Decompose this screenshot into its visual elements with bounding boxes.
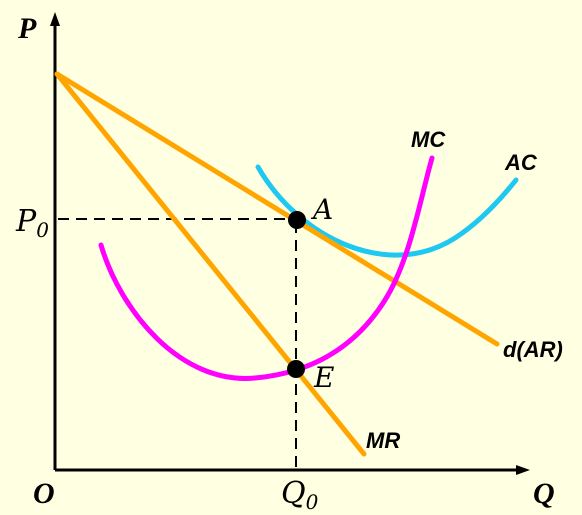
quantity-label: Q0 xyxy=(281,476,319,514)
x-axis-arrow xyxy=(516,465,530,475)
mc-label: MC xyxy=(411,127,446,152)
point-e-dot xyxy=(287,360,305,378)
y-axis-label: P xyxy=(17,12,37,45)
price-label: P0 xyxy=(15,204,49,242)
mr-label: MR xyxy=(366,428,400,453)
mr-curve xyxy=(54,71,367,457)
ac-label: AC xyxy=(504,150,538,175)
point-a-dot xyxy=(288,211,306,229)
point-e-label: E xyxy=(313,361,334,394)
point-a-label: A xyxy=(310,193,333,226)
y-axis-arrow xyxy=(50,12,60,26)
origin-label: O xyxy=(33,477,55,510)
demand-label: d(AR) xyxy=(503,337,563,362)
x-axis-label: Q xyxy=(533,477,555,510)
mc-curve xyxy=(98,155,435,381)
demand-curve xyxy=(54,71,500,347)
